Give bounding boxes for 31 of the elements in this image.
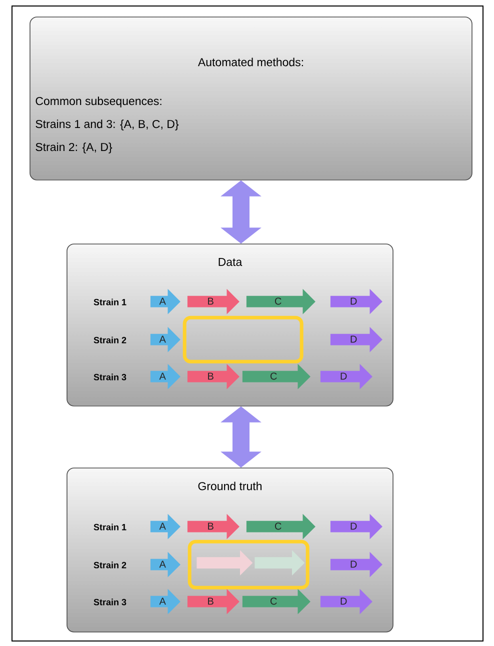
gene-block: D xyxy=(330,288,382,314)
gene-block: C xyxy=(242,588,310,614)
faded-gene-block xyxy=(196,550,253,576)
gene-block: A xyxy=(150,588,180,614)
gene-block: D xyxy=(320,588,372,614)
faded-gene-block xyxy=(254,550,305,576)
highlight-box xyxy=(182,316,304,364)
strain-label: Strain 1 xyxy=(94,298,126,306)
gene-block: B xyxy=(187,514,240,540)
gene-block: A xyxy=(150,552,180,578)
strain-label: Strain 1 xyxy=(94,524,126,530)
gene-block: D xyxy=(330,552,382,578)
gene-block: A xyxy=(150,326,180,352)
strain-label: Strain 2 xyxy=(94,562,126,568)
gene-block: D xyxy=(330,326,382,352)
highlight-box xyxy=(188,540,310,590)
strain-label: Strain 3 xyxy=(94,374,126,380)
gene-block: B xyxy=(187,588,240,614)
gene-block: B xyxy=(187,364,240,390)
strain-label: Strain 2 xyxy=(94,336,126,344)
gene-block: A xyxy=(150,514,180,540)
panel: Automated methods: Common subsequences: Strains 1 and 3: {A, B, C, D} Strain 2: {A, D} xyxy=(30,16,472,180)
gene-block: D xyxy=(320,364,372,390)
gene-block: A xyxy=(150,364,180,390)
gene-block: A xyxy=(150,288,180,314)
gene-block: B xyxy=(187,288,240,314)
gene-block: C xyxy=(242,364,310,390)
strain-label: Strain 3 xyxy=(94,598,126,606)
gene-block: C xyxy=(246,514,316,540)
gene-block: D xyxy=(330,514,382,540)
gene-block: C xyxy=(246,288,316,314)
